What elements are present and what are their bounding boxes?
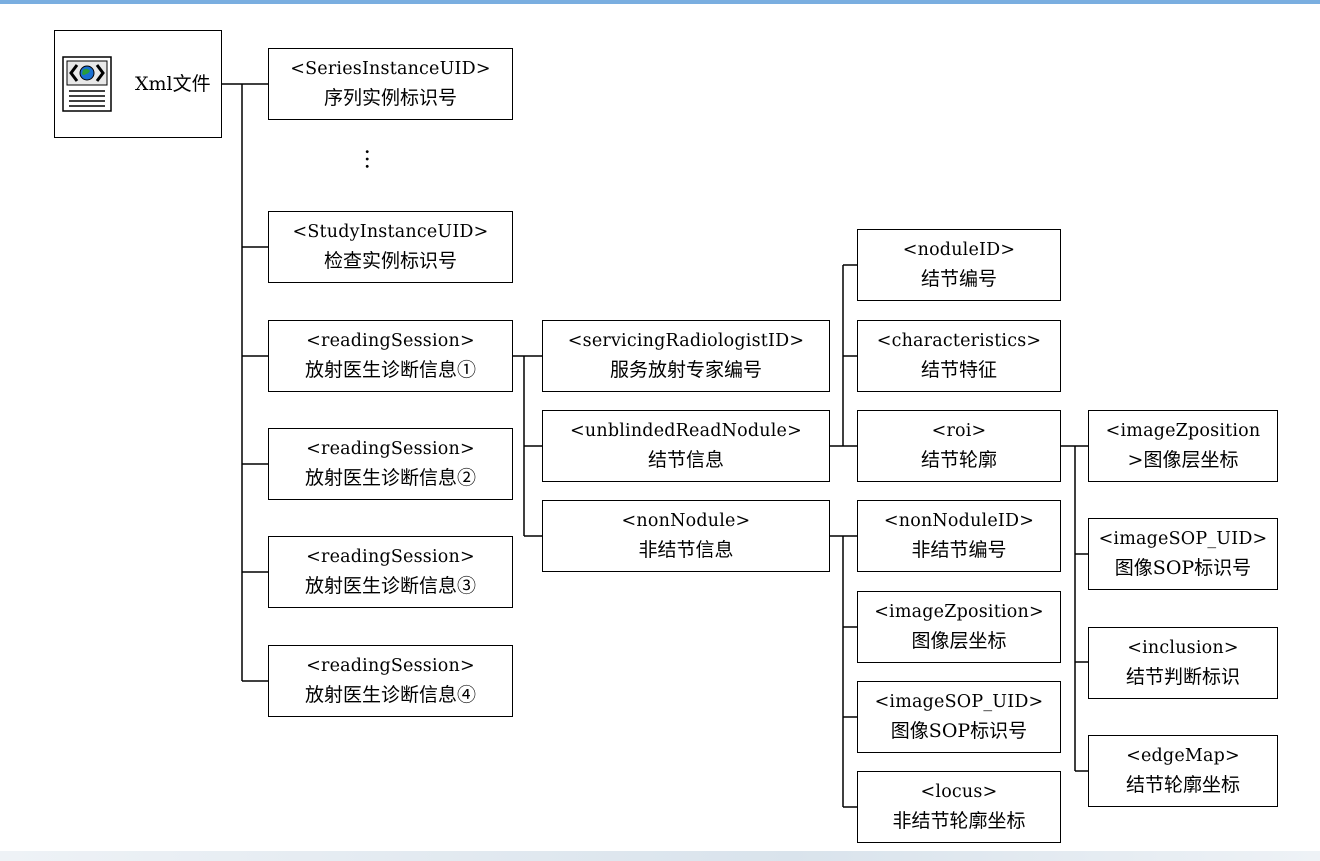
node-desc: 图像层坐标 [911, 630, 1007, 652]
servicing-radiologist-id-node: <servicingRadiologistID> 服务放射专家编号 [542, 320, 830, 392]
node-desc: 结节信息 [647, 449, 724, 471]
node-desc: 放射医生诊断信息① [304, 359, 476, 381]
xml-file-node: Xml文件 [54, 30, 222, 138]
roi-image-sop-uid-node: <imageSOP_UID> 图像SOP标识号 [1088, 518, 1278, 590]
ellipsis: … [360, 148, 385, 172]
node-tag: <roi> [931, 421, 987, 441]
node-desc: 放射医生诊断信息② [304, 467, 476, 489]
node-desc: 结节轮廓 [920, 449, 997, 471]
reading-session-4-node: <readingSession> 放射医生诊断信息④ [268, 645, 513, 717]
reading-session-3-node: <readingSession> 放射医生诊断信息③ [268, 536, 513, 608]
xml-document-icon [62, 56, 112, 112]
node-tag: <nonNodule> [621, 511, 751, 531]
node-tag: <servicingRadiologistID> [567, 331, 805, 351]
node-tag: <readingSession> [306, 331, 475, 351]
unblinded-read-nodule-node: <unblindedReadNodule> 结节信息 [542, 410, 830, 482]
node-desc: 非结节轮廓坐标 [892, 810, 1026, 832]
node-desc: 序列实例标识号 [323, 87, 457, 109]
node-tag: <imageSOP_UID> [1098, 529, 1268, 549]
xml-file-label: Xml文件 [135, 73, 211, 95]
roi-image-z-position-node: <imageZposition >图像层坐标 [1088, 410, 1278, 482]
characteristics-node: <characteristics> 结节特征 [857, 320, 1061, 392]
node-desc: 结节特征 [920, 359, 997, 381]
node-tag: <SeriesInstanceUID> [290, 59, 491, 79]
locus-node: <locus> 非结节轮廓坐标 [857, 771, 1061, 843]
non-nodule-node: <nonNodule> 非结节信息 [542, 500, 830, 572]
node-tag: <imageZposition [1105, 421, 1261, 441]
node-desc: 图像SOP标识号 [890, 720, 1028, 742]
node-tag: <StudyInstanceUID> [292, 222, 489, 242]
node-desc: 图像SOP标识号 [1114, 557, 1252, 579]
node-tag: <imageSOP_UID> [874, 692, 1044, 712]
node-tag: <noduleID> [902, 240, 1016, 260]
non-nodule-id-node: <nonNoduleID> 非结节编号 [857, 500, 1061, 572]
node-desc: 放射医生诊断信息③ [304, 575, 476, 597]
node-tag: <inclusion> [1127, 638, 1239, 658]
node-desc: 非结节信息 [638, 539, 734, 561]
nodule-id-node: <noduleID> 结节编号 [857, 229, 1061, 301]
node-tag: <locus> [920, 782, 998, 802]
series-instance-uid-node: <SeriesInstanceUID> 序列实例标识号 [268, 48, 513, 120]
node-tag: <imageZposition> [874, 602, 1044, 622]
node-desc: 结节编号 [920, 268, 997, 290]
node-tag: <characteristics> [876, 331, 1042, 351]
bottom-border [0, 851, 1320, 861]
node-desc: 结节判断标识 [1125, 666, 1240, 688]
node-desc: 放射医生诊断信息④ [304, 684, 476, 706]
node-desc: 结节轮廓坐标 [1125, 774, 1240, 796]
non-nodule-image-sop-uid-node: <imageSOP_UID> 图像SOP标识号 [857, 681, 1061, 753]
node-tag: <readingSession> [306, 439, 475, 459]
node-tag: <edgeMap> [1126, 746, 1240, 766]
roi-node: <roi> 结节轮廓 [857, 410, 1061, 482]
node-tag: <readingSession> [306, 547, 475, 567]
node-tag: <readingSession> [306, 656, 475, 676]
study-instance-uid-node: <StudyInstanceUID> 检查实例标识号 [268, 211, 513, 283]
node-desc: 检查实例标识号 [323, 250, 457, 272]
node-tag: <nonNoduleID> [883, 511, 1035, 531]
reading-session-2-node: <readingSession> 放射医生诊断信息② [268, 428, 513, 500]
top-border [0, 0, 1320, 4]
node-desc: >图像层坐标 [1127, 449, 1239, 471]
node-tag: <unblindedReadNodule> [570, 421, 802, 441]
node-desc: 服务放射专家编号 [609, 359, 762, 381]
non-nodule-image-z-position-node: <imageZposition> 图像层坐标 [857, 591, 1061, 663]
inclusion-node: <inclusion> 结节判断标识 [1088, 627, 1278, 699]
reading-session-1-node: <readingSession> 放射医生诊断信息① [268, 320, 513, 392]
node-desc: 非结节编号 [911, 539, 1007, 561]
edge-map-node: <edgeMap> 结节轮廓坐标 [1088, 735, 1278, 807]
